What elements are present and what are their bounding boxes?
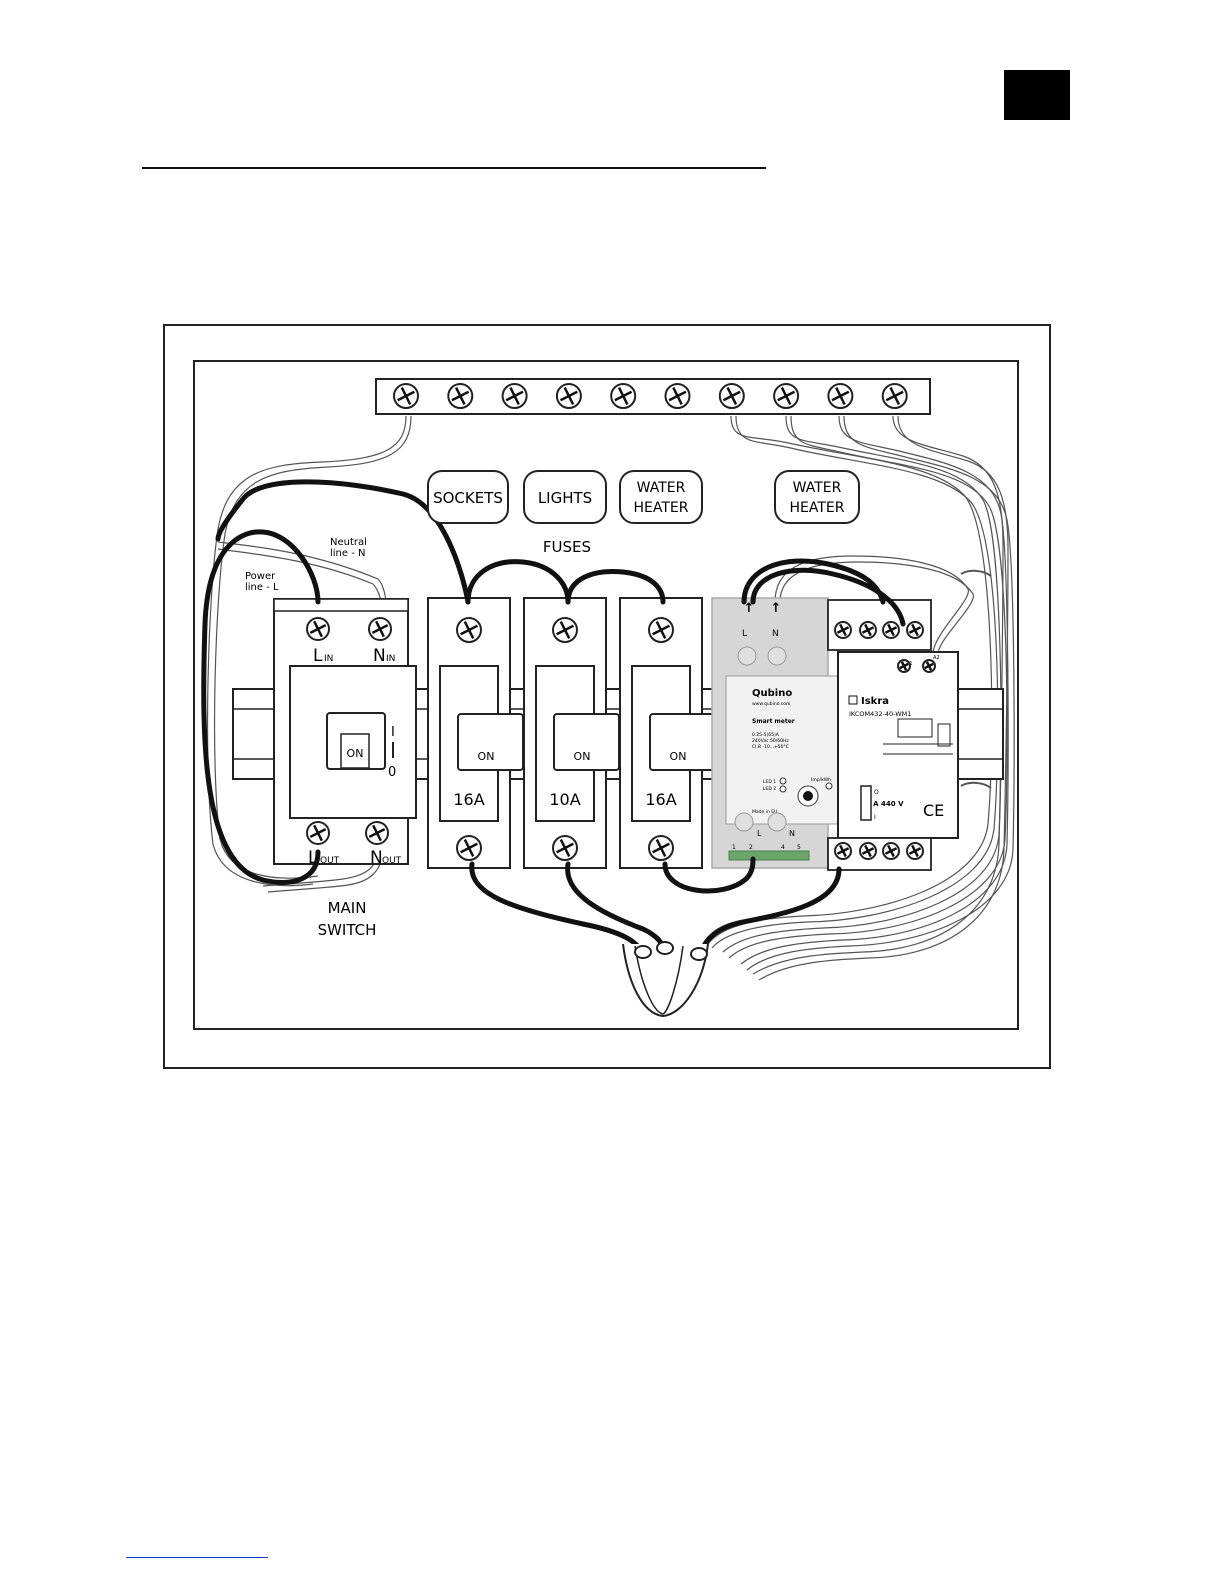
svg-text:LED 1: LED 1	[763, 779, 776, 785]
svg-text:Made in EU: Made in EU	[752, 809, 777, 815]
neutral-label-2: line - N	[330, 548, 366, 559]
ce-mark: CE	[923, 801, 944, 820]
svg-text:IN: IN	[386, 654, 395, 664]
screw-icon	[648, 617, 674, 643]
power-label-1: Power	[245, 571, 276, 582]
fuse-rating: 16A	[453, 790, 484, 809]
svg-text:L: L	[757, 829, 762, 838]
svg-text:I: I	[874, 814, 876, 821]
screw-icon	[834, 842, 852, 860]
svg-text:L: L	[742, 629, 747, 639]
svg-text:32 A 440 V: 32 A 440 V	[861, 800, 904, 808]
svg-text:0: 0	[388, 765, 396, 780]
svg-text:HEATER: HEATER	[790, 500, 845, 516]
svg-text:4: 4	[781, 844, 785, 851]
terminal-screws	[393, 383, 908, 409]
terminal-screw-icon	[718, 383, 745, 409]
terminal-screw-icon	[773, 383, 800, 409]
svg-text:www.qubino.com: www.qubino.com	[752, 701, 790, 707]
screw-icon	[882, 842, 900, 860]
fuse-on-label: ON	[670, 750, 687, 763]
screw-icon	[306, 821, 330, 845]
svg-text:OUT: OUT	[382, 856, 402, 866]
fuse-rating: 16A	[645, 790, 676, 809]
main-switch-device: ON I 0 L IN N IN L OUT N OUT	[273, 598, 417, 868]
qubino-brand: Qubino	[752, 688, 792, 699]
main-switch-label-1: MAIN	[328, 899, 367, 917]
terminal-screw-icon	[501, 383, 528, 409]
svg-text:HEATER: HEATER	[634, 500, 689, 516]
lout-label: L	[308, 848, 318, 868]
fuse-on-label: ON	[478, 750, 495, 763]
wiring-diagram: ON I 0 L IN N IN L OUT N OUT ON16AON10AO…	[163, 324, 1051, 1069]
main-switch-on-label: ON	[347, 747, 364, 760]
svg-text:Cl.B -10...+50°C: Cl.B -10...+50°C	[752, 744, 789, 750]
water-heater-label-2: WATER	[793, 480, 842, 496]
page-marker-box	[1004, 70, 1070, 120]
svg-text:↑: ↑	[744, 601, 755, 616]
svg-text:N: N	[789, 829, 795, 838]
screw-icon	[906, 621, 924, 639]
fuse-on-label: ON	[574, 750, 591, 763]
svg-text:Imp/kWh: Imp/kWh	[811, 777, 831, 783]
screw-icon	[834, 621, 852, 639]
sockets-label: SOCKETS	[433, 489, 503, 507]
nout-label: N	[370, 848, 383, 868]
svg-text:LED 2: LED 2	[763, 786, 776, 792]
svg-text:0.25-5(65)A: 0.25-5(65)A	[752, 732, 780, 738]
screw-icon	[906, 842, 924, 860]
terminal-screw-icon	[447, 383, 474, 409]
fuse-2: ON 10A	[523, 597, 620, 869]
screw-icon	[456, 617, 482, 643]
svg-text:Smart meter: Smart meter	[752, 718, 795, 725]
svg-text:IN: IN	[324, 654, 333, 664]
svg-text:IKCOM432-40-WM1: IKCOM432-40-WM1	[849, 710, 911, 718]
nin-label: N	[373, 646, 386, 666]
lin-label: L	[313, 646, 323, 666]
label-bubbles: SOCKETS LIGHTS WATER HEATER WATER HEATER…	[245, 470, 860, 939]
power-label-2: line - L	[245, 582, 279, 593]
screw-icon	[882, 621, 900, 639]
title-underline	[142, 167, 766, 169]
screw-icon	[859, 621, 877, 639]
footer-link-underline	[126, 1557, 268, 1558]
cable-gland	[622, 941, 709, 1018]
terminal-screw-icon	[555, 383, 582, 409]
thick-live-wires	[201, 479, 906, 957]
terminal-screw-icon	[393, 383, 419, 409]
iskra-brand: Iskra	[861, 696, 889, 707]
svg-text:2: 2	[749, 844, 753, 851]
svg-text:O: O	[874, 789, 879, 796]
svg-text:5: 5	[797, 844, 801, 851]
screw-icon	[859, 842, 877, 860]
qubino-smart-meter: ↑ ↑ L N Qubino www.qubino.com Smart mete…	[711, 597, 841, 869]
svg-text:OUT: OUT	[320, 856, 340, 866]
screw-icon	[365, 821, 389, 845]
svg-text:A2: A2	[933, 655, 940, 661]
fuses-label: FUSES	[543, 538, 591, 556]
svg-text:240Vac 50/60Hz: 240Vac 50/60Hz	[752, 738, 789, 744]
screw-icon	[897, 659, 911, 673]
svg-text:↑: ↑	[771, 601, 782, 616]
screw-icon	[922, 659, 936, 673]
svg-text:N: N	[772, 629, 779, 639]
screw-icon	[552, 835, 578, 861]
neutral-label-1: Neutral	[330, 537, 367, 548]
terminal-screw-icon	[664, 383, 691, 409]
screw-icon	[456, 835, 482, 861]
fuse-rating: 10A	[549, 790, 580, 809]
screw-icon	[368, 617, 392, 641]
water-heater-label-1: WATER	[637, 480, 686, 496]
svg-text:1: 1	[732, 844, 736, 851]
terminal-screw-icon	[881, 383, 908, 409]
screw-icon	[648, 835, 674, 861]
lights-label: LIGHTS	[538, 489, 592, 507]
terminal-screw-icon	[610, 383, 637, 409]
screw-icon	[552, 617, 578, 643]
terminal-screw-icon	[827, 383, 854, 409]
svg-text:I: I	[391, 725, 395, 740]
main-switch-label-2: SWITCH	[318, 921, 377, 939]
screw-icon	[306, 617, 330, 641]
